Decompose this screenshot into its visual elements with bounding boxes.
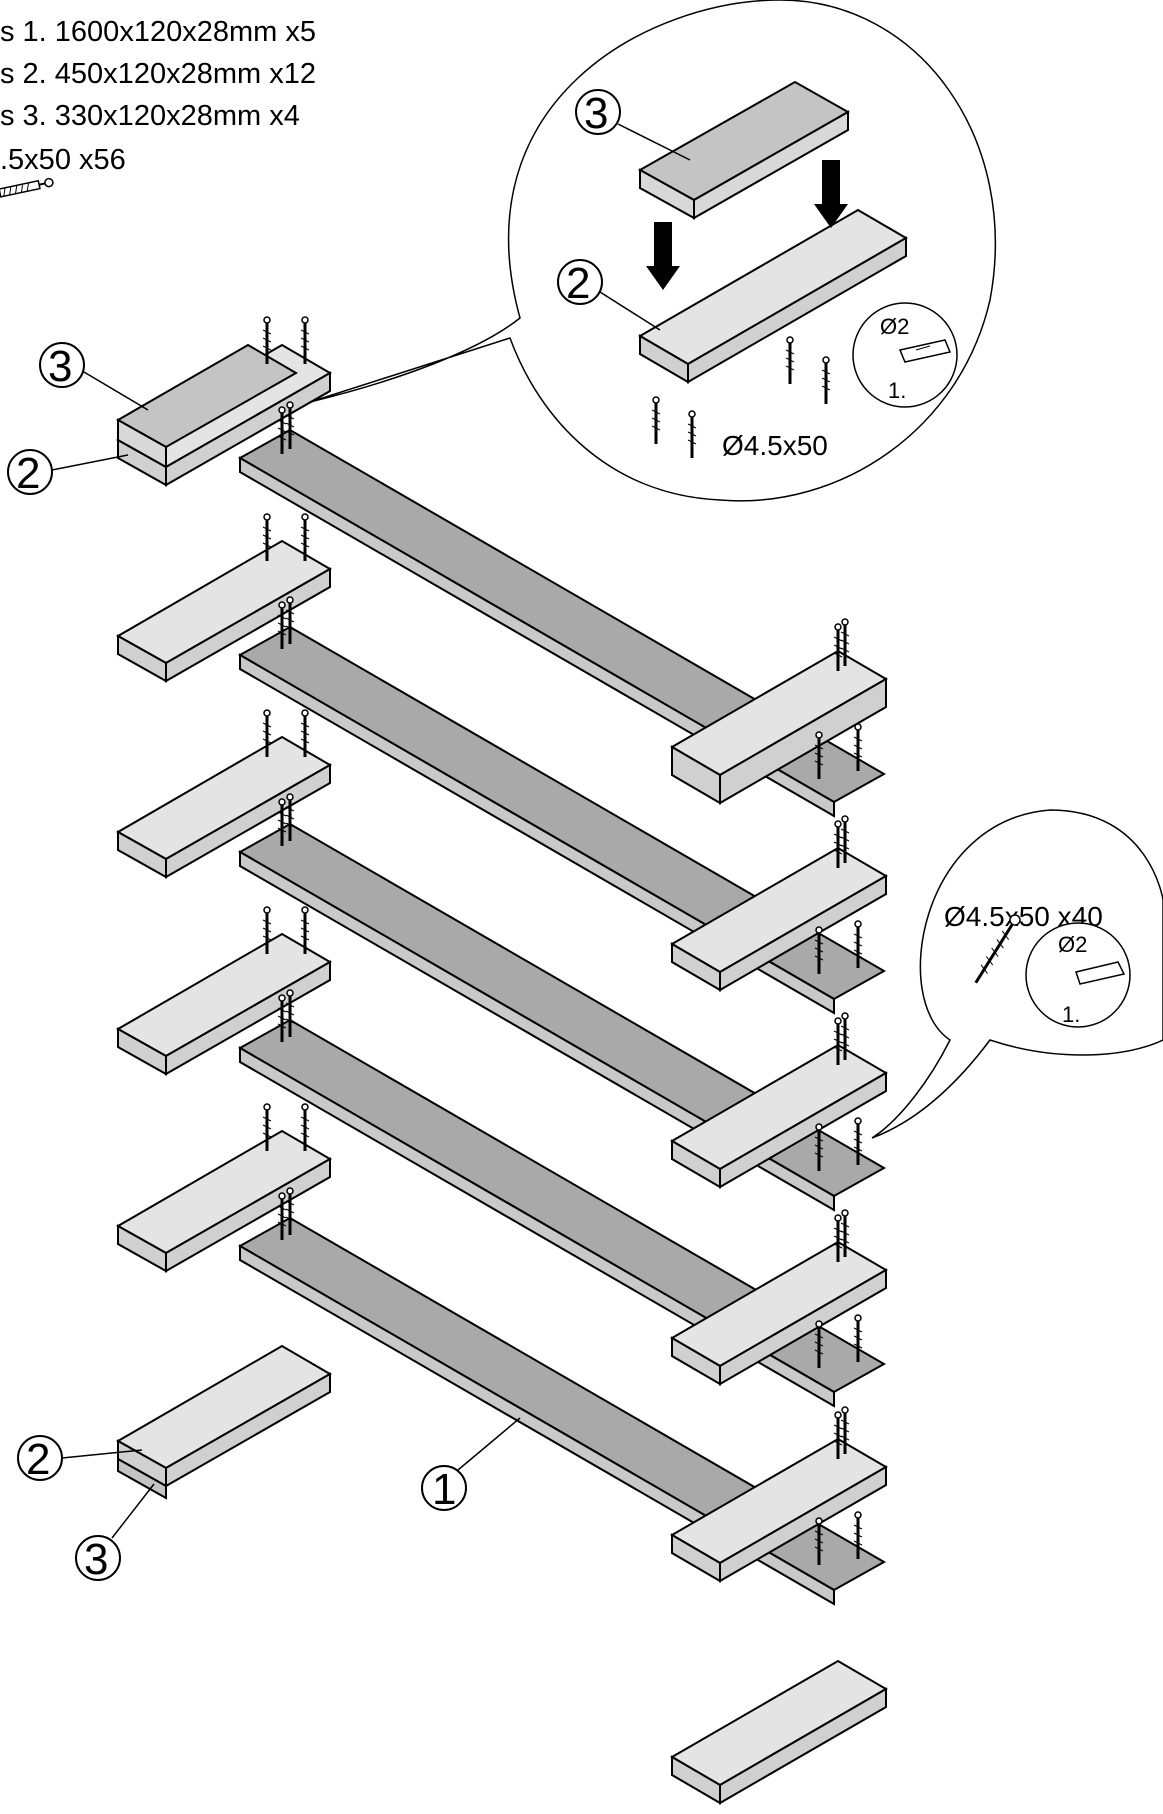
right-block-row-5 <box>670 1405 888 1583</box>
part-number-2-bottom: 2 <box>26 1435 50 1484</box>
long-plank-1 <box>237 400 887 818</box>
callout-2-bottom: 2 <box>17 1435 143 1484</box>
callout-1: 1 <box>421 1417 521 1514</box>
screw-icon <box>0 177 54 198</box>
drill-bit-icon <box>852 302 958 408</box>
parts-list-line-1: s 1. 1600x120x28mm x5 <box>0 16 316 48</box>
short-plank-pair-bottom-right <box>670 1659 888 1805</box>
detail-top-drill-label: Ø2 <box>880 314 909 339</box>
long-plank-4 <box>237 988 887 1408</box>
callout-3-top: 3 <box>39 342 149 411</box>
parts-list: s 1. 1600x120x28mm x5 s 2. 450x120x28mm … <box>0 16 316 198</box>
part-number-3-top: 3 <box>48 342 72 391</box>
parts-list-line-4: .5x50 x56 <box>0 144 126 176</box>
right-block-row-4 <box>670 1208 888 1386</box>
parts-list-line-2: s 2. 450x120x28mm x12 <box>0 58 316 90</box>
detail-top-step-label: 1. <box>888 378 906 403</box>
callout-3-bottom: 3 <box>75 1483 155 1584</box>
right-block-row-3 <box>670 1011 888 1189</box>
detail-top-screw-label: Ø4.5x50 <box>722 430 828 461</box>
plank-2-front-face <box>165 371 331 487</box>
screw-icon <box>974 914 1021 984</box>
detail-right-step-label: 1. <box>1062 1002 1080 1027</box>
part-number-3-bottom: 3 <box>84 1535 108 1584</box>
plank-3-side-face <box>117 418 167 469</box>
detail-part-number-3: 3 <box>584 89 608 138</box>
detail-right-drill-label: Ø2 <box>1058 932 1087 957</box>
short-plank-pair-top <box>115 315 332 487</box>
part-number-1: 1 <box>432 1465 456 1514</box>
part-number-2-top: 2 <box>16 449 40 498</box>
long-plank-3 <box>237 792 887 1212</box>
short-plank-pair-bottom <box>115 1344 332 1500</box>
short-plank-row-3 <box>115 708 332 879</box>
long-plank-2 <box>237 595 887 1015</box>
short-plank-row-5 <box>115 1102 332 1273</box>
detail-part-number-2: 2 <box>566 259 590 308</box>
detail-bubble-top: Ø4.5x50 Ø2 1. 3 2 <box>309 0 996 502</box>
callout-2-top: 2 <box>7 449 129 498</box>
down-arrow-icon <box>646 222 680 290</box>
long-plank-5 <box>237 1186 887 1606</box>
down-arrow-icon <box>814 160 848 228</box>
detail-bubble-right: Ø4.5x50 x40 Ø2 1. <box>871 809 1163 1139</box>
parts-list-line-3: s 3. 330x120x28mm x4 <box>0 100 300 132</box>
right-block-row-1 <box>670 617 888 805</box>
right-block-row-2 <box>670 814 888 992</box>
drill-bit-icon <box>1025 922 1131 1028</box>
